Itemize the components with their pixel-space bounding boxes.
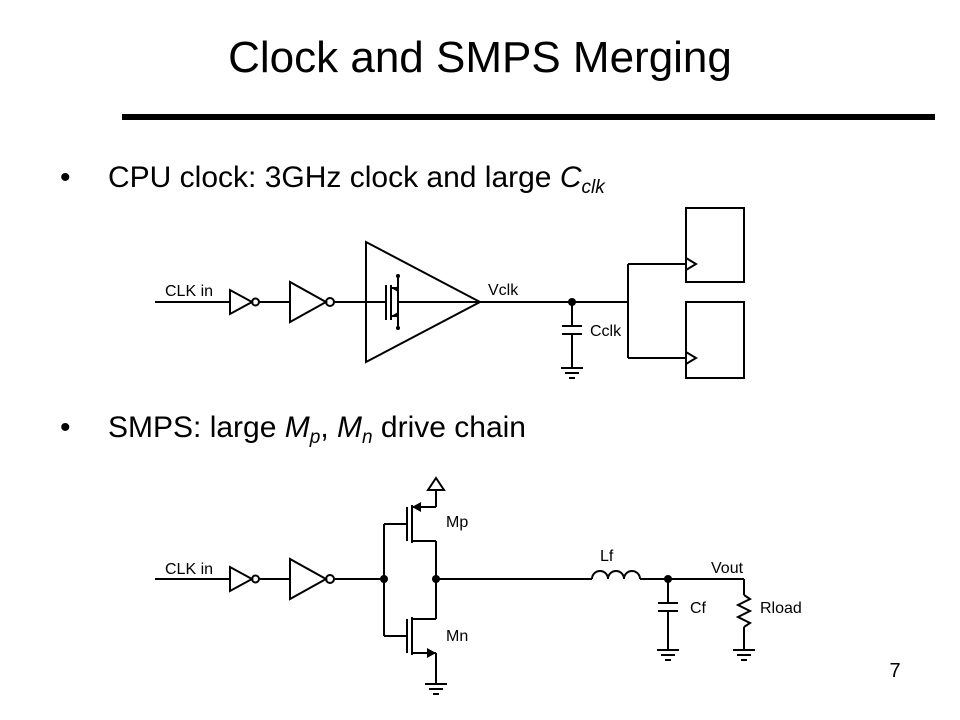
- smps-circuit: CLK in Mp: [155, 476, 802, 695]
- lf-label: Lf: [600, 548, 614, 565]
- page-number: 7: [889, 660, 901, 682]
- clock-branch-wiring: [627, 263, 686, 359]
- rload-resistor: [735, 579, 753, 650]
- pmos-mp-transistor: [406, 490, 437, 579]
- ground-icon: [561, 367, 583, 379]
- smps-input-label: CLK in: [165, 561, 213, 578]
- symbol-mn-subscript: n: [361, 427, 373, 448]
- cf-label: Cf: [690, 600, 707, 617]
- ground-icon: [425, 683, 447, 695]
- symbol-mp: M: [284, 411, 310, 444]
- nmos-mn-transistor: [406, 579, 437, 684]
- rload-label: Rload: [760, 600, 802, 617]
- vout-label: Vout: [711, 560, 744, 577]
- bullet-text-main: CPU clock: 3GHz clock and large: [108, 161, 560, 194]
- cclk-capacitor: [562, 302, 582, 368]
- mp-label: Mp: [446, 514, 468, 531]
- inverter-small: [229, 288, 260, 316]
- cclk-label: Cclk: [590, 323, 622, 340]
- inverter-small: [229, 565, 260, 593]
- symbol-mn: M: [336, 411, 362, 444]
- bullet-text-suffix: drive chain: [372, 411, 526, 444]
- cf-capacitor: [658, 579, 678, 650]
- bullet-text: CPU clock: 3GHz clock and large Cclk: [108, 160, 605, 206]
- inductor-lf: [591, 570, 641, 580]
- title-divider: [122, 114, 935, 120]
- symbol-c-subscript: clk: [581, 177, 605, 198]
- clock-input-label: CLK in: [165, 283, 213, 300]
- symbol-c: C: [559, 161, 582, 194]
- flip-flop-top: [685, 207, 745, 283]
- ground-icon: [657, 649, 679, 661]
- symbol-mp-subscript: p: [309, 427, 321, 448]
- clock-driver-buffer: [365, 240, 483, 364]
- clock-circuit: CLK in Vclk: [155, 207, 745, 379]
- inverter-medium: [289, 557, 335, 601]
- mn-label: Mn: [446, 628, 468, 645]
- bullet-text-separator: ,: [320, 411, 337, 444]
- flip-flop-bottom: [685, 301, 745, 379]
- bullet-text-prefix: SMPS: large: [108, 411, 285, 444]
- gate-wiring: [383, 523, 407, 637]
- vdd-icon: [426, 476, 446, 491]
- bullet-marker: •: [60, 411, 71, 444]
- inverter-medium: [289, 280, 335, 324]
- bullet-text: SMPS: large Mp, Mn drive chain: [108, 410, 526, 456]
- slide-title: Clock and SMPS Merging: [228, 33, 732, 82]
- vclk-label: Vclk: [488, 282, 519, 299]
- bullet-marker: •: [60, 161, 71, 194]
- ground-icon: [733, 649, 755, 661]
